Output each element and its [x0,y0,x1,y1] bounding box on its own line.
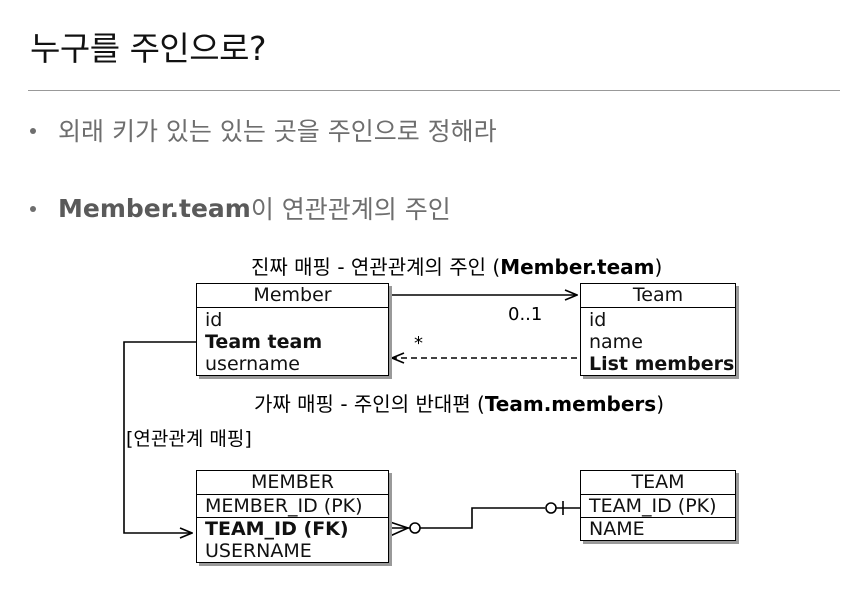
team-table-name: TEAM [581,471,735,495]
member-table-column: USERNAME [205,540,312,562]
member-field: id [205,309,223,331]
bullet-dot [30,206,36,212]
member-table-box: MEMBER MEMBER_ID (PK) TEAM_ID (FK) USERN… [196,470,389,563]
member-class-box: Member id Team team username [196,283,389,376]
true-mapping-caption: 진짜 매핑 - 연관관계의 주인 (Member.team) [251,255,663,279]
team-table-pk: TEAM_ID (PK) [589,495,717,517]
fake-mapping-caption: 가짜 매핑 - 주인의 반대편 (Team.members) [254,392,665,416]
bullet-2-text: 이 연관관계의 주인 [250,195,451,224]
member-field: username [205,353,300,375]
bullet-2-bold: Member.team [58,193,251,223]
multiplicity-one: 0..1 [508,304,543,325]
team-field: List members [589,353,735,375]
erd-relationship [389,501,580,537]
mapping-line [123,341,196,533]
page-title: 누구를 주인으로? [30,29,267,68]
mapping-label: [연관관계 매핑] [126,428,252,450]
member-class-name: Member [197,284,388,308]
bullet-1: 외래 키가 있는 있는 곳을 주인으로 정해라 [30,112,497,148]
member-field: Team team [205,331,323,353]
team-class-name: Team [581,284,735,308]
title-divider [28,90,840,91]
team-field: name [589,331,643,353]
team-table-box: TEAM TEAM_ID (PK) NAME [580,470,736,541]
member-table-fk: TEAM_ID (FK) [205,518,349,540]
member-table-pk: MEMBER_ID (PK) [205,495,363,517]
team-table-column: NAME [589,518,645,540]
bullet-dot [30,128,36,134]
member-table-name: MEMBER [197,471,388,495]
team-class-box: Team id name List members [580,283,736,376]
multiplicity-many: * [414,333,423,354]
team-field: id [589,309,607,331]
bullet-1-text: 외래 키가 있는 있는 곳을 주인으로 정해라 [58,117,497,146]
